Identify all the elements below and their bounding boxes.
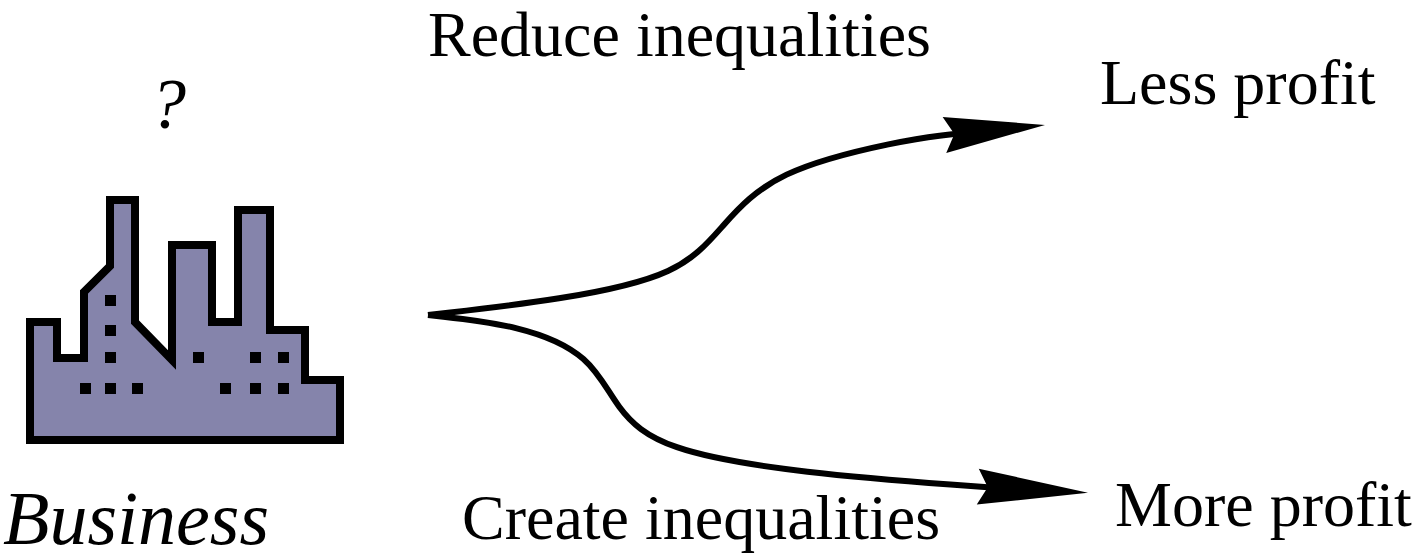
question-mark: ? [150,68,428,140]
factory-windows [80,295,289,394]
window [105,295,116,306]
arrow-head [977,469,1088,505]
window [105,383,116,394]
window [105,352,116,363]
window [250,352,261,363]
outcome-text: Less profit [1100,51,1378,115]
connector [428,117,1045,315]
connector [428,315,1088,505]
connector-line [428,134,956,315]
arrow-head [943,117,1045,153]
window [250,383,261,394]
window [220,383,231,394]
node-caption: Business [3,480,428,556]
outcome-node: Less profit [1045,51,1378,135]
window [278,383,289,394]
window [278,352,289,363]
window [80,383,91,394]
business-node: ? Business [0,60,428,559]
window [193,352,204,363]
edge-label: Reduce inequalities [428,3,931,67]
connector-line [428,315,990,487]
factory-outline [30,200,340,440]
edge-label: Create inequalities [462,486,940,550]
window [132,383,143,394]
outcome-node: More profit [1088,473,1414,537]
outcome-text: More profit [1115,473,1414,537]
window [105,325,116,336]
